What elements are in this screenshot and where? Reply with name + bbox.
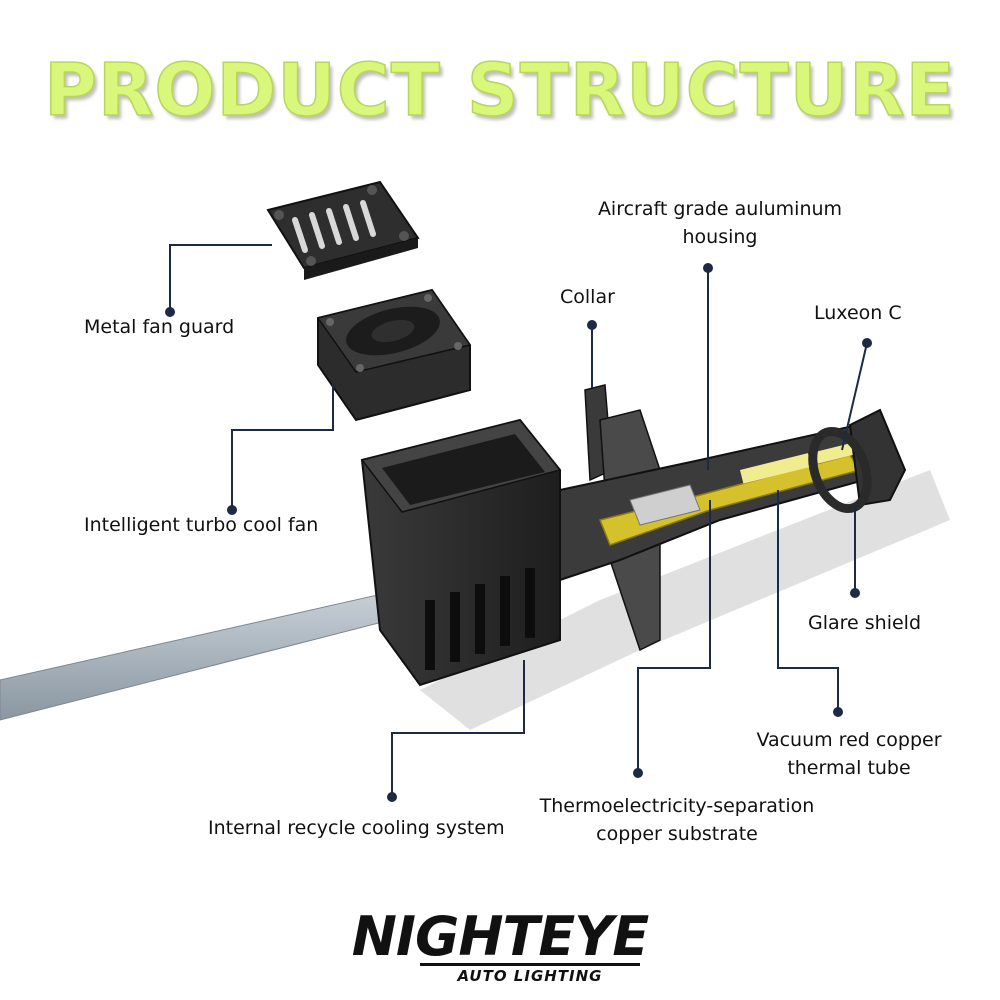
- heat-sink-part: [360, 418, 562, 687]
- leader-substrate: [637, 500, 711, 773]
- label-luxeon: Luxeon C: [814, 302, 902, 324]
- dot-collar: [587, 320, 597, 330]
- brand-logo: NIGHTEYE AUTO LIGHTING: [300, 905, 700, 985]
- leader-lines: [169, 244, 868, 797]
- dot-turbo-fan: [227, 505, 237, 515]
- dot-thermal-tube: [833, 707, 843, 717]
- label-glare-shield: Glare shield: [808, 612, 922, 634]
- dot-cooling-system: [387, 792, 397, 802]
- label-cooling-system: Internal recycle cooling system: [208, 817, 505, 839]
- dot-metal-fan-guard: [165, 307, 175, 317]
- label-turbo-fan: Intelligent turbo cool fan: [84, 514, 319, 536]
- label-housing: Aircraft grade auluminum housing: [597, 198, 843, 248]
- dot-substrate: [633, 768, 643, 778]
- logo-tagline: AUTO LIGHTING: [420, 963, 640, 985]
- label-thermal-tube: Vacuum red copper thermal tube: [756, 729, 942, 779]
- label-metal-fan-guard: Metal fan guard: [84, 316, 235, 338]
- leader-luxeon: [841, 342, 868, 451]
- leader-metal-fan-guard: [169, 244, 272, 312]
- metal-fan-guard-part: [266, 180, 420, 280]
- leader-thermal-tube: [777, 490, 839, 712]
- leader-turbo-fan: [231, 383, 334, 510]
- bulb-shadow: [420, 470, 950, 730]
- turbo-fan-part: [316, 288, 472, 422]
- glare-shield-part: [808, 408, 907, 514]
- label-collar: Collar: [560, 286, 615, 308]
- label-substrate: Thermoelectricity-separation copper subs…: [539, 795, 815, 845]
- logo-brand-text: NIGHTEYE: [351, 905, 650, 968]
- dot-luxeon: [862, 338, 872, 348]
- dot-housing: [703, 263, 713, 273]
- leader-cooling-system: [391, 660, 525, 797]
- page-title: PRODUCT STRUCTURE: [43, 47, 956, 133]
- power-cable: [0, 589, 411, 721]
- dot-glare-shield: [850, 588, 860, 598]
